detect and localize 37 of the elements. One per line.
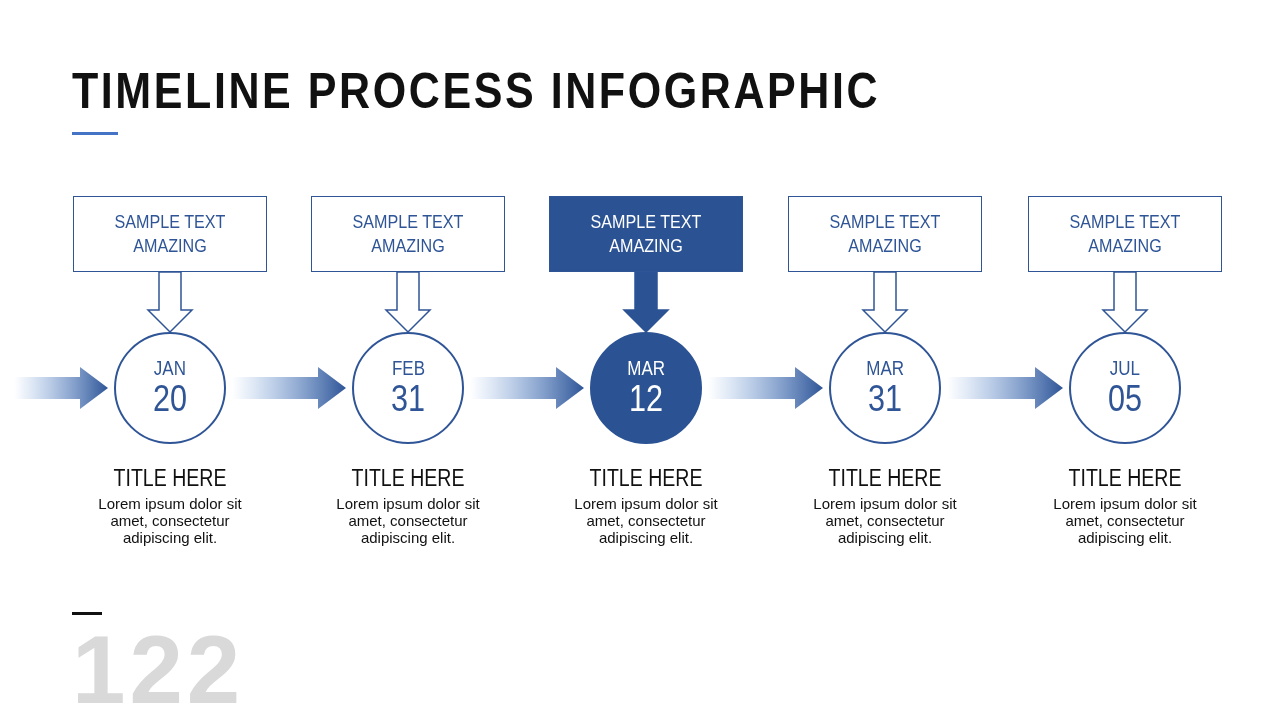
callout-box xyxy=(311,196,505,272)
arrow xyxy=(14,367,108,409)
title: TIMELINE PROCESS INFOGRAPHIC xyxy=(72,62,881,120)
step-description: Lorem ipsum dolor sit amet, consectetur adipiscing elit. xyxy=(573,495,719,546)
callout-box xyxy=(788,196,982,272)
day-number: 31 xyxy=(390,379,425,419)
step-description: Lorem ipsum dolor sit amet, consectetur adipiscing elit. xyxy=(1052,495,1198,546)
step-title: TITLE HERE xyxy=(588,464,704,492)
month-text: JUL xyxy=(1109,357,1141,379)
callout-box xyxy=(73,196,267,272)
step-title: TITLE HERE xyxy=(112,464,228,492)
arrow xyxy=(146,271,194,334)
month-text: FEB xyxy=(391,357,425,379)
month-text: MAR xyxy=(627,357,665,379)
step-description: Lorem ipsum dolor sit amet, consectetur adipiscing elit. xyxy=(812,495,958,546)
callout-text: SAMPLE TEXT AMAZING xyxy=(113,210,227,258)
callout-text: SAMPLE TEXT AMAZING xyxy=(351,210,465,258)
callout-box xyxy=(549,196,743,272)
step-title: TITLE HERE xyxy=(350,464,466,492)
arrow xyxy=(1101,271,1149,334)
callout-text: SAMPLE TEXT AMAZING xyxy=(589,210,703,258)
arrow xyxy=(384,271,432,334)
day-number: 31 xyxy=(867,379,902,419)
callout-text: SAMPLE TEXT AMAZING xyxy=(828,210,942,258)
day-number: 12 xyxy=(628,379,663,419)
callout-box xyxy=(1028,196,1222,272)
month-text: MAR xyxy=(866,357,904,379)
arrow xyxy=(861,271,909,334)
step-title: TITLE HERE xyxy=(1067,464,1183,492)
callout-text: SAMPLE TEXT AMAZING xyxy=(1068,210,1182,258)
arrow xyxy=(622,271,670,334)
month-text: JAN xyxy=(153,357,187,379)
step-description: Lorem ipsum dolor sit amet, consectetur adipiscing elit. xyxy=(97,495,243,546)
step-title: TITLE HERE xyxy=(827,464,943,492)
step-description: Lorem ipsum dolor sit amet, consectetur adipiscing elit. xyxy=(335,495,481,546)
day-number: 05 xyxy=(1107,379,1142,419)
day-number: 20 xyxy=(152,379,187,419)
